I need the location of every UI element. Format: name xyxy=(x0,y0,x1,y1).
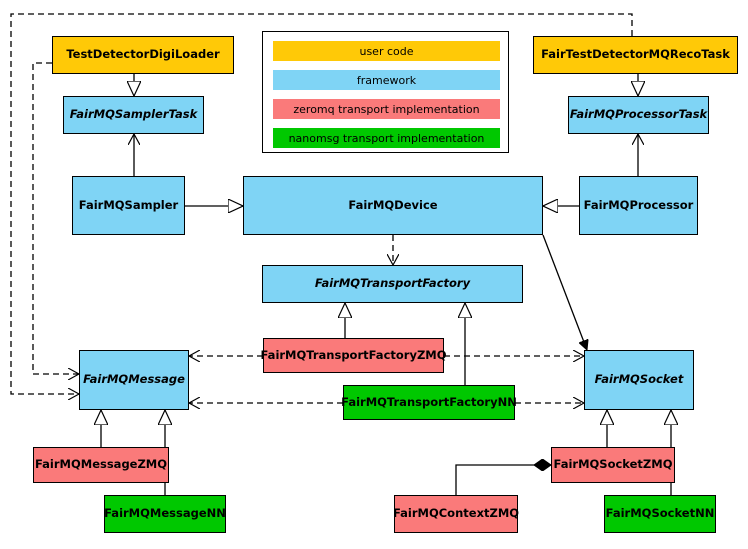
class-node-testdetectordigiloader[interactable]: TestDetectorDigiLoader xyxy=(52,36,234,74)
class-label-fairmqsamplertask: FairMQSamplerTask xyxy=(69,107,198,122)
color-legend: user code framework zeromq transport imp… xyxy=(262,31,509,153)
class-label-fairmqsampler: FairMQSampler xyxy=(78,197,179,212)
class-label-fairtestdetectormqrecotask: FairTestDetectorMQRecoTask xyxy=(541,47,730,62)
legend-label-framework: framework xyxy=(356,73,417,87)
class-node-fairmqsocket[interactable]: FairMQSocket xyxy=(584,350,694,410)
legend-item-framework: framework xyxy=(273,70,500,90)
class-node-fairmqsampler[interactable]: FairMQSampler xyxy=(72,176,185,235)
class-label-fairmqtransportfactory: FairMQTransportFactory xyxy=(314,276,471,291)
class-label-fairmqsocketzmq: FairMQSocketZMQ xyxy=(553,457,673,472)
class-label-fairmqmessagenn: FairMQMessageNN xyxy=(104,506,226,521)
legend-item-user-code: user code xyxy=(273,41,500,61)
class-label-fairmqtransportfactoryzmq: FairMQTransportFactoryZMQ xyxy=(260,347,447,362)
class-node-fairmqdevice[interactable]: FairMQDevice xyxy=(243,176,543,235)
class-node-fairmqcontextzmq[interactable]: FairMQContextZMQ xyxy=(392,495,520,533)
class-label-fairmqtransportfactorynn: FairMQTransportFactoryNN xyxy=(341,394,517,409)
edge-device-socket xyxy=(542,234,587,350)
class-label-testdetectordigiloader: TestDetectorDigiLoader xyxy=(66,47,220,62)
class-label-fairmqsocketnn: FairMQSocketNN xyxy=(605,506,715,521)
legend-item-nanomsg: nanomsg transport implementation xyxy=(273,128,500,148)
class-label-fairmqsocket: FairMQSocket xyxy=(594,372,684,387)
legend-label-nanomsg: nanomsg transport implementation xyxy=(288,131,485,145)
class-label-fairmqprocessor: FairMQProcessor xyxy=(583,197,694,212)
class-label-fairmqdevice: FairMQDevice xyxy=(348,197,438,212)
class-label-fairmqcontextzmq: FairMQContextZMQ xyxy=(392,506,520,521)
class-node-fairmqsocketzmq[interactable]: FairMQSocketZMQ xyxy=(551,447,675,483)
legend-item-zeromq: zeromq transport implementation xyxy=(273,99,500,119)
class-node-fairtestdetectormqrecotask[interactable]: FairTestDetectorMQRecoTask xyxy=(533,36,738,74)
class-node-fairmqsocketnn[interactable]: FairMQSocketNN xyxy=(604,495,716,533)
class-node-fairmqmessage[interactable]: FairMQMessage xyxy=(79,350,189,410)
class-node-fairmqprocessor[interactable]: FairMQProcessor xyxy=(579,176,698,235)
class-node-fairmqmessagezmq[interactable]: FairMQMessageZMQ xyxy=(33,447,169,483)
class-node-fairmqsamplertask[interactable]: FairMQSamplerTask xyxy=(63,96,204,134)
legend-label-user-code: user code xyxy=(359,44,414,58)
class-node-fairmqtransportfactory[interactable]: FairMQTransportFactory xyxy=(262,265,523,303)
class-node-fairmqtransportfactorynn[interactable]: FairMQTransportFactoryNN xyxy=(341,385,517,420)
class-node-fairmqprocessortask[interactable]: FairMQProcessorTask xyxy=(568,96,709,134)
edge-socketzmq-contextzmq xyxy=(455,465,551,495)
class-label-fairmqmessagezmq: FairMQMessageZMQ xyxy=(34,457,168,472)
class-node-fairmqtransportfactoryzmq[interactable]: FairMQTransportFactoryZMQ xyxy=(260,338,447,373)
class-label-fairmqmessage: FairMQMessage xyxy=(83,372,185,387)
legend-label-zeromq: zeromq transport implementation xyxy=(293,102,480,116)
class-node-fairmqmessagenn[interactable]: FairMQMessageNN xyxy=(104,495,226,533)
class-label-fairmqprocessortask: FairMQProcessorTask xyxy=(569,107,708,122)
